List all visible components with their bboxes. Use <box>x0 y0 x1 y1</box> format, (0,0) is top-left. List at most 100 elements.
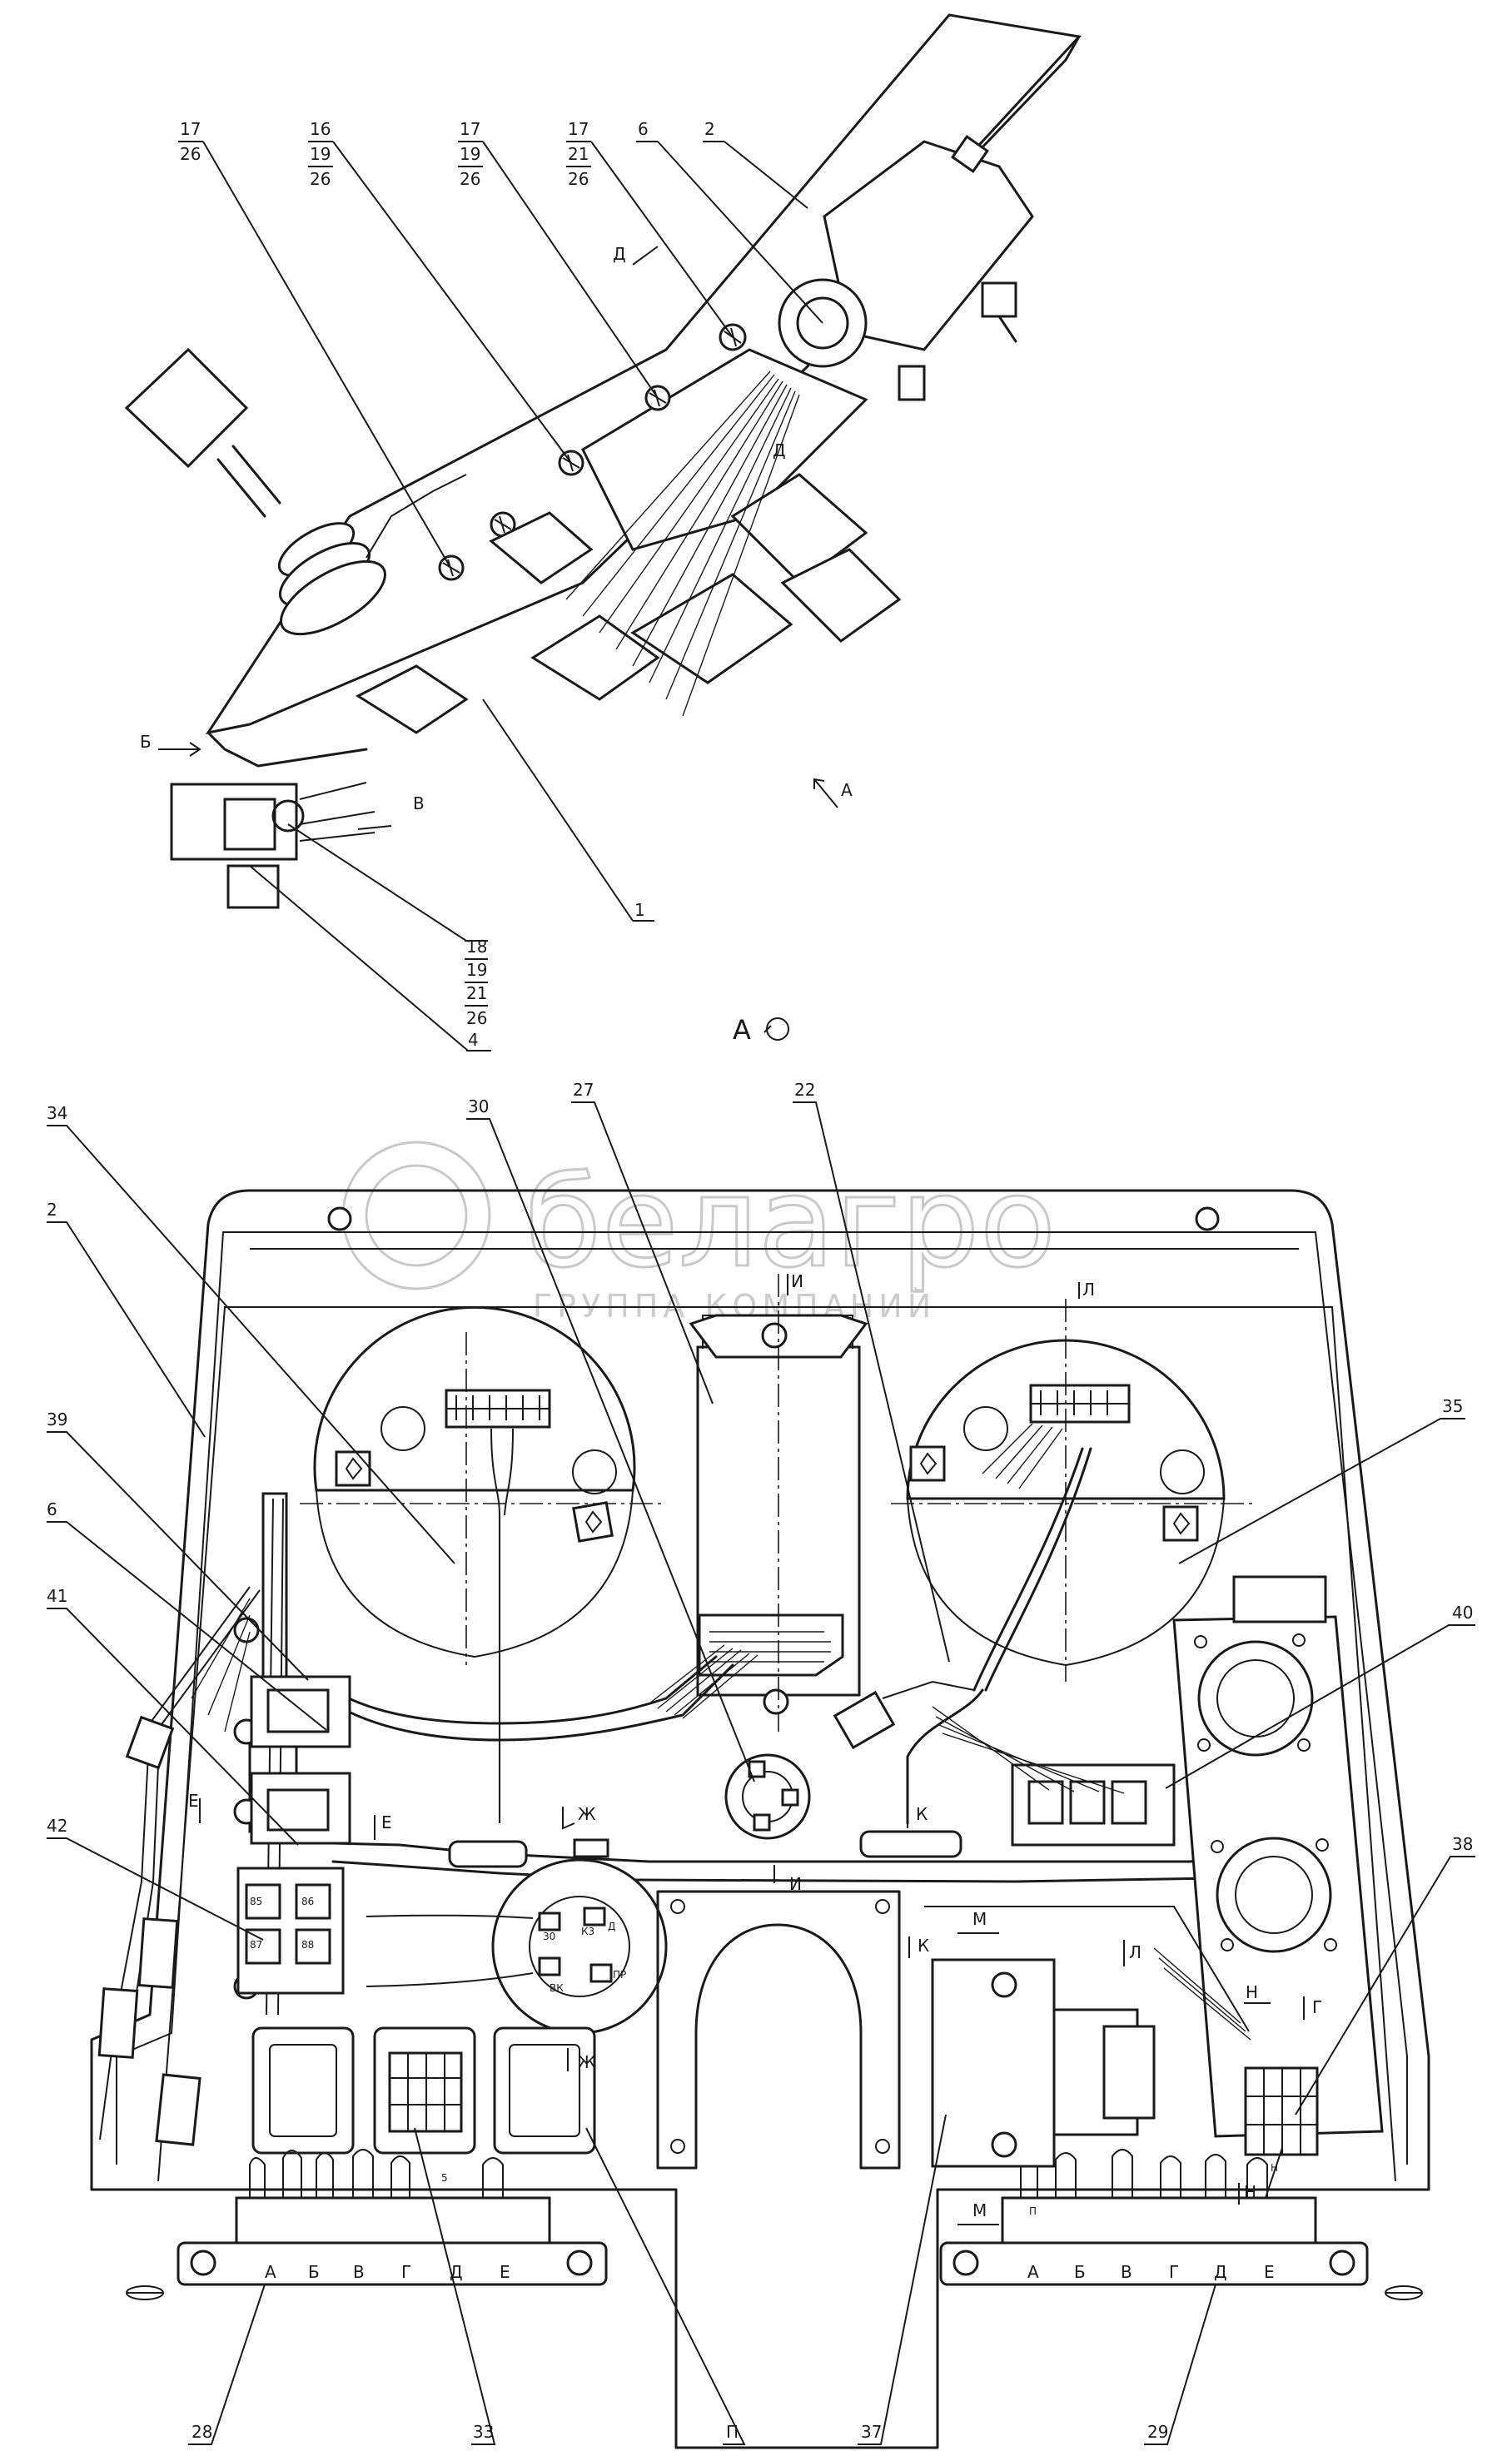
svg-text:41: 41 <box>47 1586 67 1606</box>
relay-block <box>581 348 868 551</box>
mark-k2: К <box>918 1936 929 1956</box>
tag-vk: ВК <box>550 1982 564 1994</box>
switch-assembly-bottom <box>170 782 376 909</box>
svg-text:34: 34 <box>47 1103 67 1123</box>
mark-l2: Л <box>1129 1942 1141 1962</box>
svg-text:16: 16 <box>310 119 331 139</box>
mark-g1: Г <box>1312 1997 1322 2017</box>
tag-n-wire: Н <box>1271 2162 1278 2174</box>
terminal-block-28: А Б В Г Д Е 5 <box>177 2149 608 2286</box>
terminal-28-letter-g: Г <box>401 2262 411 2282</box>
svg-text:2: 2 <box>47 1200 57 1220</box>
svg-text:42: 42 <box>47 1816 67 1836</box>
svg-text:18: 18 <box>466 937 487 957</box>
callout-p: П <box>585 2127 746 2445</box>
watermark-brand: белагро <box>525 1151 1056 1295</box>
connectors-top <box>355 473 902 734</box>
section-marks: И Л Е Е Ж К И М К Л Н Г Ж М Н Н П <box>188 1271 1322 2225</box>
callout-17-19-26: 17 19 26 <box>458 119 659 399</box>
mark-m2: М <box>972 2200 987 2220</box>
tag-k3: К3 <box>581 1926 594 1937</box>
arrow-b: Б <box>140 732 152 752</box>
svg-text:22: 22 <box>794 1080 815 1100</box>
svg-text:26: 26 <box>180 144 201 164</box>
tag-86: 86 <box>301 1896 314 1907</box>
mark-k1: К <box>916 1804 928 1824</box>
callout-18-19-21-26: 18 19 21 26 <box>287 823 488 1028</box>
mark-l1: Л <box>1082 1280 1095 1300</box>
connector-block-right <box>932 1706 1176 1847</box>
main-view-callouts: 34 30 27 22 2 39 35 6 <box>47 1080 1475 2445</box>
svg-text:П: П <box>726 2422 739 2442</box>
terminal-29-letter-g: Г <box>1169 2262 1179 2282</box>
svg-text:19: 19 <box>460 144 480 164</box>
svg-text:17: 17 <box>460 119 480 139</box>
watermark: белагро ГРУППА КОМПАНИЙ <box>341 1141 1057 1325</box>
callout-22: 22 <box>793 1080 950 1663</box>
svg-text:28: 28 <box>191 2422 212 2442</box>
svg-text:26: 26 <box>568 169 589 189</box>
svg-text:21: 21 <box>568 144 589 164</box>
callout-38: 38 <box>1295 1834 1475 2115</box>
callout-6-top: 6 <box>636 119 823 324</box>
callout-29: 29 <box>1144 2284 1216 2445</box>
mark-zh2: Ж <box>578 2052 596 2072</box>
arrow-d-top: Д <box>613 244 626 264</box>
callout-42: 42 <box>47 1816 264 1941</box>
left-cable-bundle <box>97 1586 261 2146</box>
svg-text:19: 19 <box>310 144 331 164</box>
connector-38 <box>1244 2066 1319 2199</box>
callout-4-top: 4 <box>249 865 491 1051</box>
svg-text:17: 17 <box>180 119 201 139</box>
callout-41: 41 <box>47 1586 299 1846</box>
tag-30: 30 <box>543 1931 555 1942</box>
module-27 <box>689 1274 868 1732</box>
callout-37: 37 <box>858 2114 947 2445</box>
mark-i2: И <box>789 1874 802 1894</box>
top-isometric-view <box>124 13 1082 909</box>
svg-text:30: 30 <box>468 1096 489 1116</box>
callout-30: 30 <box>466 1096 755 1782</box>
svg-text:19: 19 <box>466 960 487 980</box>
tag-d: Д <box>608 1921 615 1932</box>
panel-mount-holes <box>126 1206 1423 2300</box>
arrow-a: А <box>841 780 853 800</box>
joystick <box>124 347 467 636</box>
svg-text:6: 6 <box>638 119 649 139</box>
ignition-switch: 30 К3 Д ПР ВК <box>366 1858 668 2035</box>
callout-39: 39 <box>47 1409 309 1681</box>
svg-text:1: 1 <box>634 900 645 920</box>
relay-cluster-left: 85 86 87 88 <box>236 1675 351 1995</box>
callout-28: 28 <box>188 2284 266 2445</box>
view-arrows-top: Д Д Б В А <box>140 244 853 830</box>
callout-34: 34 <box>47 1103 455 1564</box>
terminal-29-letter-b: Б <box>1074 2262 1086 2282</box>
svg-text:26: 26 <box>310 169 331 189</box>
tag-87: 87 <box>250 1939 262 1951</box>
terminal-28-letter-e: Е <box>500 2262 510 2282</box>
tag-5: 5 <box>441 2172 448 2184</box>
callout-2-main: 2 <box>47 1200 206 1438</box>
mark-m1: М <box>972 1909 987 1929</box>
callout-16-19-26: 16 19 26 <box>308 119 572 464</box>
terminal-28-letter-a: А <box>265 2262 276 2282</box>
view-a-label: А <box>733 1014 789 1046</box>
terminal-29-letter-d: Д <box>1214 2262 1227 2282</box>
switch-panel-40 <box>1172 1575 1384 2138</box>
mark-e1: Е <box>188 1791 199 1811</box>
tag-88: 88 <box>301 1939 314 1951</box>
central-arch <box>656 1890 901 2170</box>
mark-n2: Н <box>1244 2182 1256 2202</box>
rotary-switch-30 <box>724 1753 811 1840</box>
svg-text:17: 17 <box>568 119 589 139</box>
tag-85: 85 <box>250 1896 262 1907</box>
tag-p-wire: П <box>1029 2205 1037 2217</box>
svg-text:39: 39 <box>47 1409 67 1429</box>
mark-i1: И <box>791 1271 803 1291</box>
callout-6-main: 6 <box>47 1499 327 1731</box>
callout-40: 40 <box>1165 1603 1475 1789</box>
gauge-left <box>300 1305 666 1665</box>
terminal-29-letter-v: В <box>1121 2262 1132 2282</box>
svg-text:21: 21 <box>466 983 487 1003</box>
